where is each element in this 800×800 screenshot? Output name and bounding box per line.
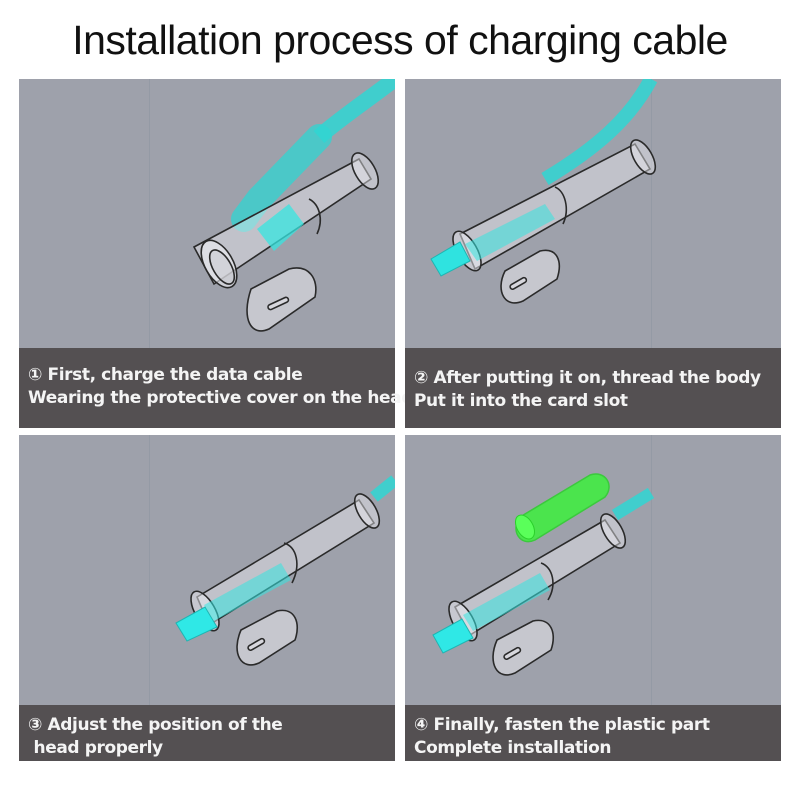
divider-line bbox=[651, 435, 652, 705]
divider-line bbox=[149, 79, 150, 348]
step-2-line-1: ② After putting it on, thread the body bbox=[414, 368, 761, 388]
step-1-line-1: ① First, charge the data cable bbox=[28, 365, 303, 385]
step-1-caption: ① First, charge the data cable Wearing t… bbox=[19, 348, 413, 428]
green-clip-shape bbox=[515, 473, 610, 543]
divider-line bbox=[651, 79, 652, 348]
cable-protector-step1-icon bbox=[192, 79, 395, 332]
step-3-illustration bbox=[19, 435, 395, 705]
step-3-caption: ③ Adjust the position of the head proper… bbox=[19, 705, 395, 761]
step-2-illustration bbox=[405, 79, 781, 348]
step-1-illustration bbox=[19, 79, 395, 348]
step-2-line-2: Put it into the card slot bbox=[414, 391, 628, 411]
step-2-caption: ② After putting it on, thread the body P… bbox=[405, 348, 781, 428]
cable-protector-step3-icon bbox=[175, 475, 395, 666]
step-3-line-2: head properly bbox=[28, 738, 164, 758]
step-1-line-2: Wearing the protective cover on the head bbox=[28, 388, 413, 408]
step-4-caption: ④ Finally, fasten the plastic part Compl… bbox=[405, 705, 781, 761]
cable-protector-step2-icon bbox=[430, 79, 658, 304]
cable-protector-step4-icon bbox=[432, 473, 655, 676]
step-4-line-1: ④ Finally, fasten the plastic part bbox=[414, 715, 710, 735]
step-4-illustration bbox=[405, 435, 781, 705]
divider-line bbox=[149, 435, 150, 705]
page-title: Installation process of charging cable bbox=[72, 17, 728, 63]
step-3-line-1: ③ Adjust the position of the bbox=[28, 715, 283, 735]
step-4-line-2: Complete installation bbox=[414, 738, 612, 758]
